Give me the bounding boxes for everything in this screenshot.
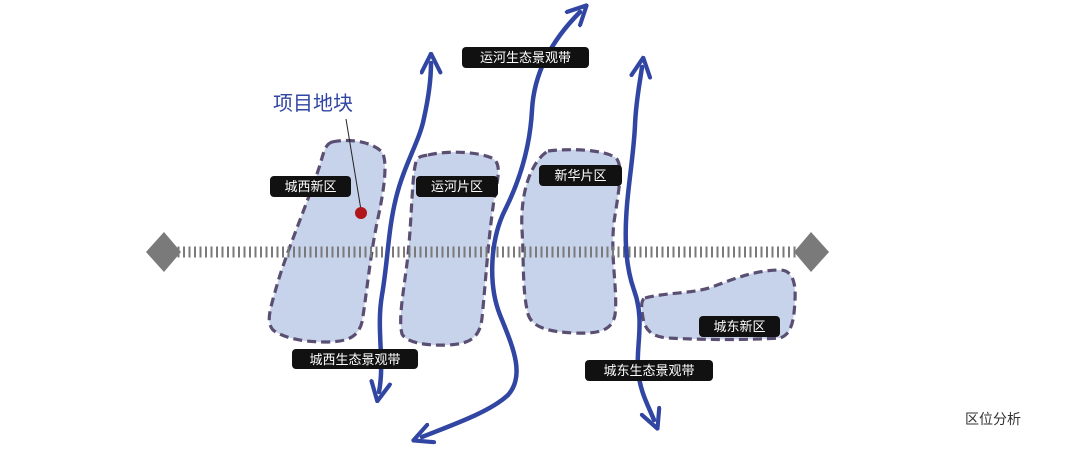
svg-text:城西生态景观带: 城西生态景观带 [309, 353, 400, 368]
site-leader-line [345, 118, 362, 211]
corridor-label-chengdong: 城东生态景观带 [585, 360, 713, 381]
svg-text:运河生态景观带: 运河生态景观带 [480, 51, 571, 66]
site-label: 项目地块 [273, 91, 353, 115]
svg-text:城西新区: 城西新区 [284, 179, 336, 195]
diagram-caption: 区位分析 [965, 412, 1021, 428]
zone-chengxi-area [267, 138, 387, 344]
axis-arrow-right-icon [794, 232, 829, 272]
corridor-label-yunhe: 运河生态景观带 [462, 47, 589, 68]
svg-text:运河片区: 运河片区 [431, 180, 483, 195]
zone-label-chengdong: 城东新区 [699, 316, 780, 337]
zone-label-yunhe: 运河片区 [416, 176, 498, 197]
corridor-label-chengxi: 城西生态景观带 [292, 349, 418, 369]
svg-text:城东新区: 城东新区 [713, 319, 765, 335]
site-dot [355, 207, 367, 219]
svg-text:新华片区: 新华片区 [554, 168, 606, 184]
zone-label-chengxi: 城西新区 [270, 176, 351, 197]
axis-arrow-left-icon [146, 232, 181, 272]
svg-text:城东生态景观带: 城东生态景观带 [603, 364, 694, 379]
river-yunhe [422, 12, 580, 437]
zone-label-xinhua: 新华片区 [539, 165, 622, 186]
east-west-axis [146, 232, 829, 272]
